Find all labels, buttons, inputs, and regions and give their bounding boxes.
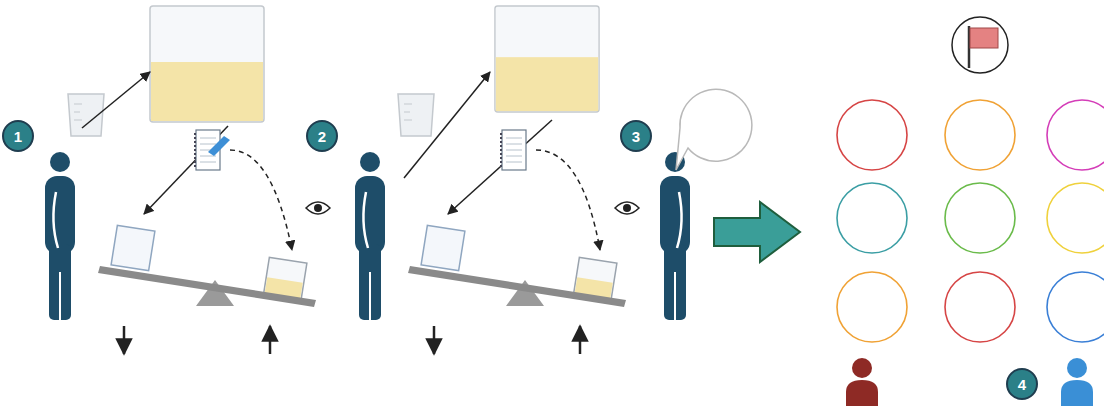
callout-text: 3 [632,129,640,144]
callout-text: 2 [318,129,326,144]
flag-circle [952,17,1008,73]
eye-icon [615,202,639,214]
person [45,152,75,320]
callout-number: 4 [1006,368,1038,400]
player-head [852,358,872,378]
pen [208,136,230,156]
token-circle [945,100,1015,170]
player-body [1061,380,1093,406]
dashed-arrow [536,150,600,250]
notebook [501,130,526,170]
transition-arrow [714,202,800,262]
speech-bubble [676,89,752,170]
person [660,152,690,320]
callout-number: 2 [306,120,338,152]
token-circle [1047,272,1104,342]
player-head [1067,358,1087,378]
token-circle [1047,183,1104,253]
token-circle [837,272,907,342]
token-circle [1047,100,1104,170]
player-body [846,380,878,406]
callout-text: 1 [14,129,22,144]
action-arrow [404,72,490,178]
token-circle [945,183,1015,253]
dashed-arrow [230,150,292,250]
token-circle [837,183,907,253]
token-circle [945,272,1015,342]
large-beaker [495,6,599,112]
action-arrow [82,72,150,128]
person [355,152,385,320]
balance [408,225,626,354]
callout-number: 3 [620,120,652,152]
balance [98,225,316,354]
large-beaker [150,6,264,122]
action-arrow [448,120,552,214]
flag [970,28,998,48]
small-beaker [398,94,434,136]
token-circle [837,100,907,170]
action-arrow [144,126,228,214]
callout-text: 4 [1018,377,1026,392]
callout-number: 1 [2,120,34,152]
eye-icon [306,202,330,214]
